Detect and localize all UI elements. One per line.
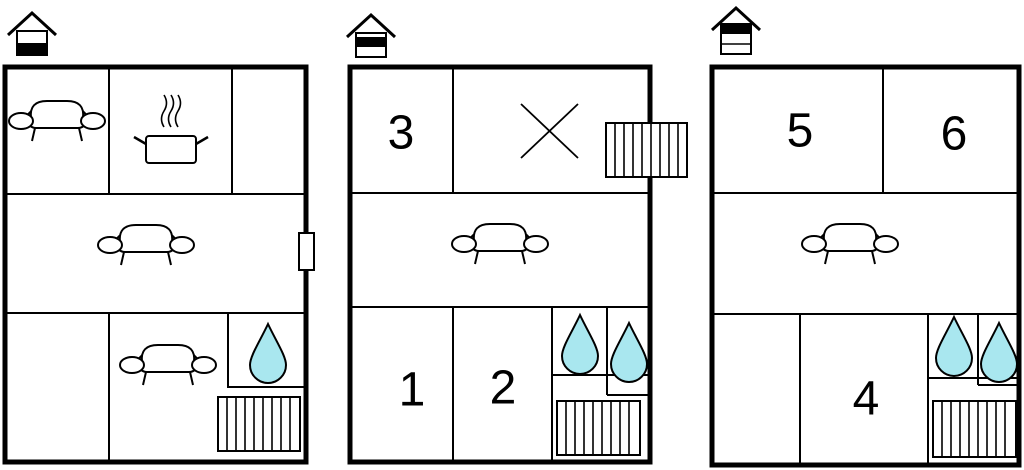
water-drop-icon: [249, 323, 287, 384]
radiator-icon: [217, 396, 301, 452]
floor-plan-ground: [2, 10, 315, 465]
door-icon: [298, 232, 315, 271]
sofa-icon: [97, 224, 195, 266]
room-number-3: 3: [388, 107, 415, 160]
house-floor-level-3-icon: [710, 5, 762, 55]
room-number-6: 6: [941, 108, 968, 161]
sofa-icon: [451, 223, 549, 265]
room-number-4: 4: [853, 373, 880, 426]
radiator-icon: [605, 122, 688, 178]
sofa-icon: [119, 344, 217, 386]
outer-wall: [709, 64, 1022, 468]
sofa-icon: [801, 223, 899, 265]
radiator-icon: [932, 400, 1017, 458]
house-floor-level-2-icon: [345, 12, 397, 58]
outer-wall: [347, 64, 653, 465]
cooking-pot-icon: [133, 94, 209, 164]
floor-plan-second: 5 6 4: [709, 5, 1022, 468]
sofa-icon: [8, 100, 106, 142]
cross-icon: [520, 103, 579, 159]
room-number-1: 1: [399, 364, 426, 417]
water-drop-icon: [980, 322, 1018, 383]
room-number-2: 2: [490, 362, 517, 415]
water-drop-icon: [935, 316, 973, 377]
water-drop-icon: [610, 322, 648, 383]
radiator-icon: [556, 400, 641, 456]
floor-plan-first: 3 1 2: [345, 12, 688, 465]
house-floor-level-1-icon: [6, 10, 58, 56]
water-drop-icon: [561, 314, 599, 375]
room-number-5: 5: [787, 105, 814, 158]
